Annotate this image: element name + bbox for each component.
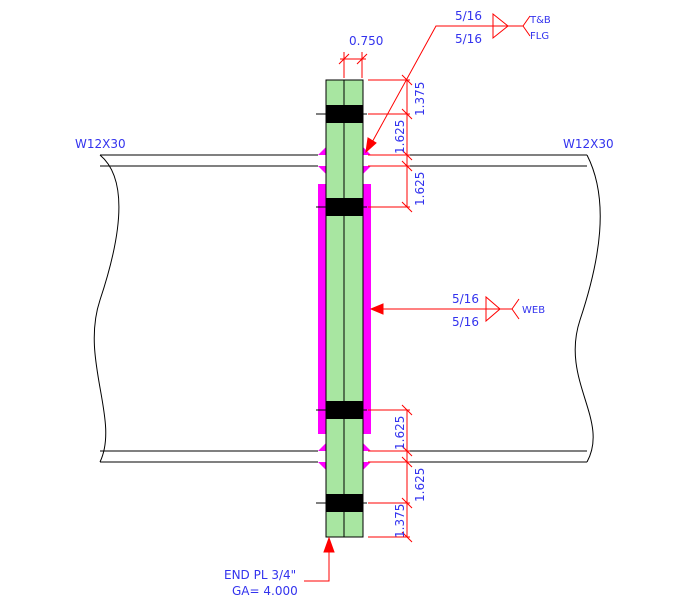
web-weld-right bbox=[363, 184, 371, 434]
left-beam-label: W12X30 bbox=[75, 137, 126, 151]
dim-4: 1.625 bbox=[393, 416, 407, 450]
dim-6: 1.375 bbox=[393, 504, 407, 538]
flange-weld-note-2: FLG bbox=[530, 31, 549, 42]
dim-5: 1.625 bbox=[413, 468, 427, 502]
end-plate-label: END PL 3/4" bbox=[224, 568, 296, 582]
plate-thickness-label: 0.750 bbox=[349, 34, 383, 48]
web-weld-note: WEB bbox=[522, 305, 545, 316]
web-weld-leader bbox=[369, 295, 520, 323]
flange-weld-size-top: 5/16 bbox=[455, 9, 482, 23]
end-plate-right bbox=[343, 79, 364, 538]
gage-label: GA= 4.000 bbox=[232, 584, 298, 598]
flange-weld-size-bottom: 5/16 bbox=[455, 32, 482, 46]
bolt bbox=[316, 105, 367, 123]
bolt bbox=[316, 494, 367, 512]
web-weld-size-top: 5/16 bbox=[452, 292, 479, 306]
bolts bbox=[316, 105, 367, 512]
flange-weld-note-1: T&B bbox=[529, 15, 551, 26]
end-plate-leader bbox=[304, 536, 335, 582]
right-beam-label: W12X30 bbox=[563, 137, 614, 151]
dim-2: 1.625 bbox=[393, 120, 407, 154]
dim-3: 1.625 bbox=[413, 172, 427, 206]
bolt bbox=[316, 401, 367, 419]
dim-1: 1.375 bbox=[413, 82, 427, 116]
dimension-lines bbox=[338, 52, 413, 543]
left-beam bbox=[93, 154, 318, 463]
flange-welds bbox=[318, 147, 371, 470]
flange-weld-leader bbox=[365, 12, 531, 154]
web-weld-size-bottom: 5/16 bbox=[452, 315, 479, 329]
web-weld-left bbox=[318, 184, 326, 434]
end-plate-left bbox=[325, 79, 345, 538]
bolt bbox=[316, 198, 367, 216]
